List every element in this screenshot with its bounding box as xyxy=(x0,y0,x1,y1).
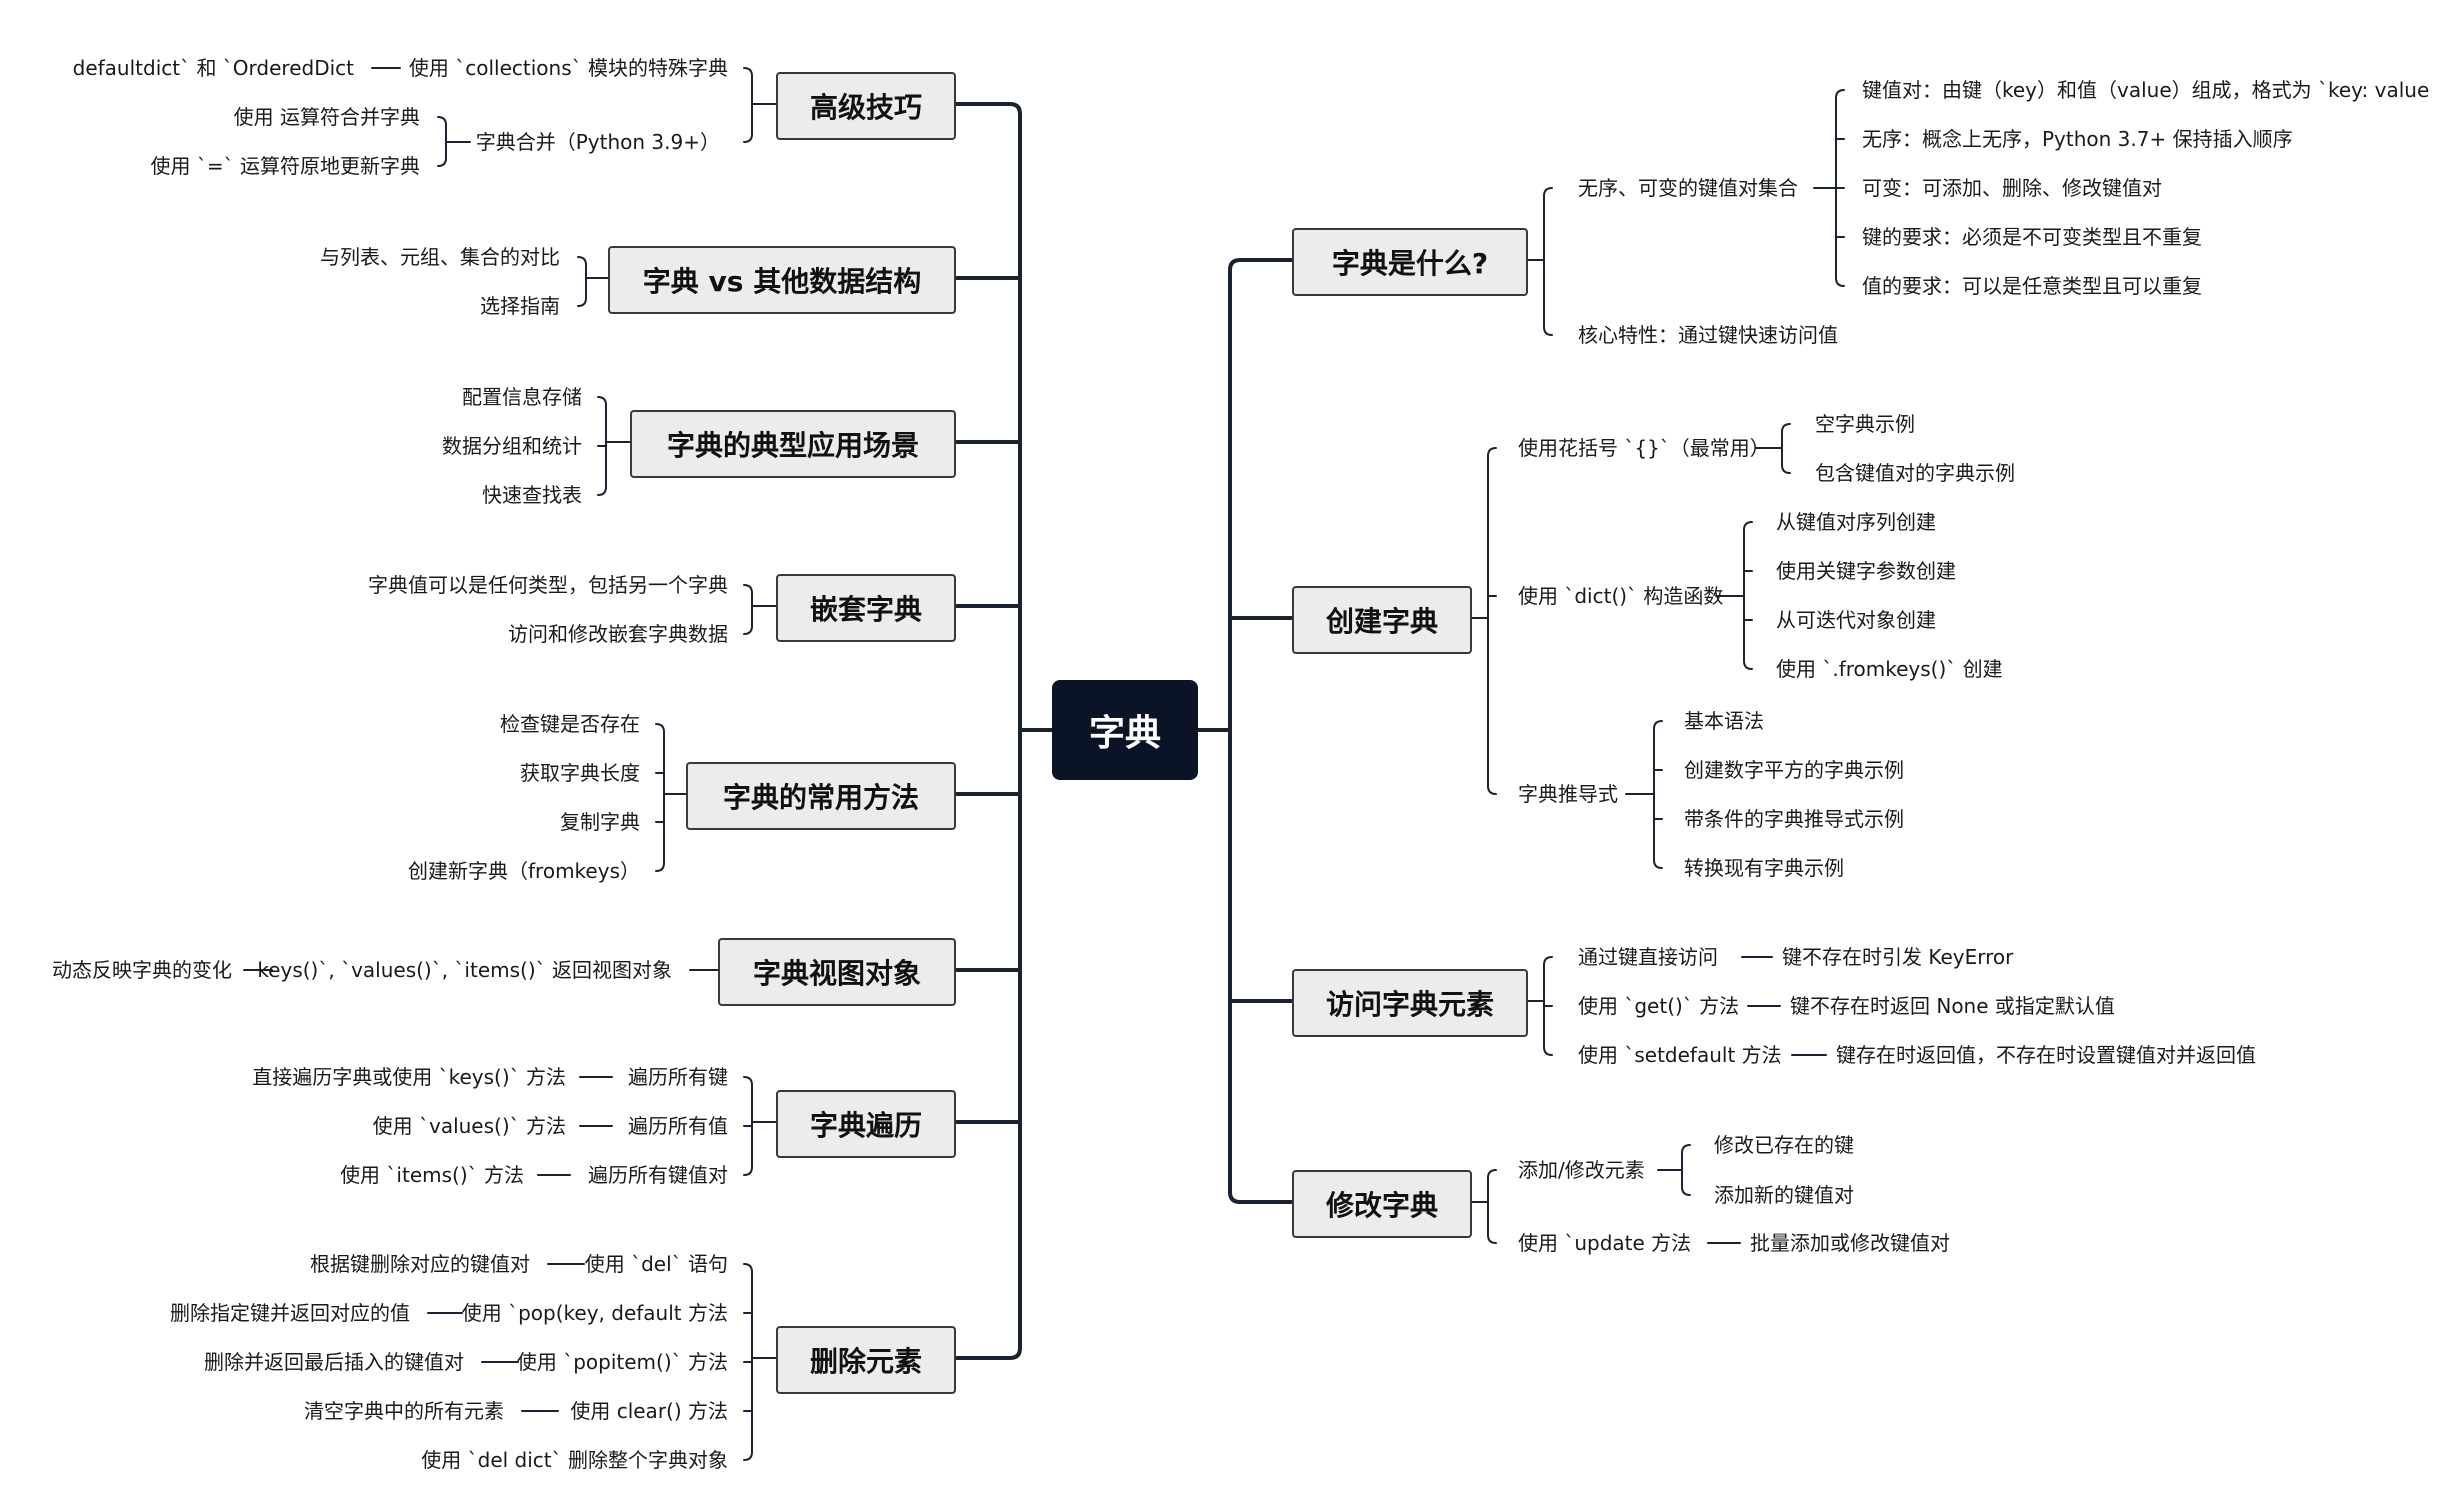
topic-methods[interactable]: 字典的常用方法 xyxy=(686,762,956,830)
iter-keys[interactable]: 遍历所有键 xyxy=(628,1065,728,1089)
what-key-req[interactable]: 键的要求：必须是不可变类型且不重复 xyxy=(1862,225,2202,249)
access-direct[interactable]: 通过键直接访问 xyxy=(1578,945,1718,969)
what-unordered[interactable]: 无序：概念上无序，Python 3.7+ 保持插入顺序 xyxy=(1862,127,2293,151)
iter-items-how[interactable]: 使用 `items()` 方法 xyxy=(340,1163,524,1187)
del-statement[interactable]: 使用 `del` 语句 xyxy=(584,1252,728,1276)
nested-access[interactable]: 访问和修改嵌套字典数据 xyxy=(508,622,728,646)
use-config[interactable]: 配置信息存储 xyxy=(462,385,582,409)
adv-merge[interactable]: 字典合并（Python 3.9+） xyxy=(475,130,720,154)
create-kv-example[interactable]: 包含键值对的字典示例 xyxy=(1815,461,2015,485)
topic-nested[interactable]: 嵌套字典 xyxy=(776,574,956,642)
del-pop[interactable]: 使用 `pop(key, default 方法 xyxy=(461,1301,728,1325)
create-bracket xyxy=(1487,447,1497,795)
del-statement-desc[interactable]: 根据键删除对应的键值对 xyxy=(310,1252,530,1276)
method-check-key[interactable]: 检查键是否存在 xyxy=(500,712,640,736)
adv-collections[interactable]: 使用 `collections` 模块的特殊字典 xyxy=(408,56,728,80)
access-get-default[interactable]: 键不存在时返回 None 或指定默认值 xyxy=(1790,994,2115,1018)
create-comp-bracket xyxy=(1653,720,1663,869)
create-comprehension[interactable]: 字典推导式 xyxy=(1518,782,1618,806)
create-braces[interactable]: 使用花括号 `{}`（最常用） xyxy=(1518,436,1770,460)
create-braces-bracket xyxy=(1781,423,1791,474)
what-kv-pair[interactable]: 键值对：由键（key）和值（value）组成，格式为 `key: value xyxy=(1862,78,2430,102)
methods-bracket xyxy=(655,723,665,872)
adv-defaultdict[interactable]: defaultdict` 和 `OrderedDict xyxy=(72,56,354,80)
topic-modify-dict[interactable]: 修改字典 xyxy=(1292,1170,1472,1238)
iter-values-how[interactable]: 使用 `values()` 方法 xyxy=(372,1114,566,1138)
what-bracket xyxy=(1543,187,1553,336)
what-value-req[interactable]: 值的要求：可以是任意类型且可以重复 xyxy=(1862,274,2202,298)
del-clear-desc[interactable]: 清空字典中的所有元素 xyxy=(304,1399,504,1423)
topic-what-is-dict[interactable]: 字典是什么? xyxy=(1292,228,1528,296)
iter-items[interactable]: 遍历所有键值对 xyxy=(588,1163,728,1187)
create-comp-transform[interactable]: 转换现有字典示例 xyxy=(1684,856,1844,880)
adv-bracket xyxy=(743,67,753,143)
del-popitem-desc[interactable]: 删除并返回最后插入的键值对 xyxy=(204,1350,464,1374)
topic-advanced[interactable]: 高级技巧 xyxy=(776,72,956,140)
trunk-left-vertical xyxy=(950,102,1022,1360)
create-comp-squares[interactable]: 创建数字平方的字典示例 xyxy=(1684,758,1904,782)
what-mutable[interactable]: 可变：可添加、删除、修改键值对 xyxy=(1862,176,2162,200)
root-node[interactable]: 字典 xyxy=(1052,680,1198,780)
topic-iterate[interactable]: 字典遍历 xyxy=(776,1090,956,1158)
modify-update-method[interactable]: 使用 `update 方法 xyxy=(1518,1231,1692,1255)
topic-compare[interactable]: 字典 vs 其他数据结构 xyxy=(608,246,956,314)
access-setdefault-desc[interactable]: 键存在时返回值，不存在时设置键值对并返回值 xyxy=(1836,1043,2256,1067)
modify-existing-key[interactable]: 修改已存在的键 xyxy=(1714,1133,1854,1157)
method-length[interactable]: 获取字典长度 xyxy=(520,761,640,785)
access-setdefault[interactable]: 使用 `setdefault 方法 xyxy=(1578,1043,1782,1067)
modify-new-pair[interactable]: 添加新的键值对 xyxy=(1714,1183,1854,1207)
access-get[interactable]: 使用 `get()` 方法 xyxy=(1578,994,1740,1018)
access-direct-keyerror[interactable]: 键不存在时引发 KeyError xyxy=(1782,945,2014,969)
del-popitem[interactable]: 使用 `popitem()` 方法 xyxy=(516,1350,728,1374)
views-return[interactable]: keys()`, `values()`, `items()` 返回视图对象 xyxy=(257,958,672,982)
create-empty-example[interactable]: 空字典示例 xyxy=(1815,412,1915,436)
create-ctor-bracket xyxy=(1743,521,1753,670)
use-grouping[interactable]: 数据分组和统计 xyxy=(442,434,582,458)
topic-usecases[interactable]: 字典的典型应用场景 xyxy=(630,410,956,478)
create-comp-condition[interactable]: 带条件的字典推导式示例 xyxy=(1684,807,1904,831)
cmp-guide[interactable]: 选择指南 xyxy=(480,294,560,318)
create-dict-constructor[interactable]: 使用 `dict()` 构造函数 xyxy=(1518,584,1724,608)
create-from-kwargs[interactable]: 使用关键字参数创建 xyxy=(1776,559,1956,583)
use-lookup[interactable]: 快速查找表 xyxy=(482,483,582,507)
adv-merge-operator[interactable]: 使用 运算符合并字典 xyxy=(233,105,420,129)
trunk-right-what xyxy=(1228,258,1294,272)
create-from-iterable[interactable]: 从可迭代对象创建 xyxy=(1776,608,1936,632)
adv-update-operator[interactable]: 使用 `=` 运算符原地更新字典 xyxy=(150,154,420,178)
create-from-pairs[interactable]: 从键值对序列创建 xyxy=(1776,510,1936,534)
method-copy[interactable]: 复制字典 xyxy=(560,810,640,834)
topic-views[interactable]: 字典视图对象 xyxy=(718,938,956,1006)
del-dict[interactable]: 使用 `del dict` 删除整个字典对象 xyxy=(421,1448,728,1472)
topic-delete[interactable]: 删除元素 xyxy=(776,1326,956,1394)
create-fromkeys[interactable]: 使用 `.fromkeys()` 创建 xyxy=(1776,657,2003,681)
nested-bracket xyxy=(743,584,753,635)
topic-access-elements[interactable]: 访问字典元素 xyxy=(1292,969,1528,1037)
method-fromkeys[interactable]: 创建新字典（fromkeys） xyxy=(408,859,640,883)
trunk-right-modify xyxy=(1228,1190,1294,1204)
adv-merge-bracket xyxy=(437,116,447,167)
modify-batch[interactable]: 批量添加或修改键值对 xyxy=(1750,1231,1950,1255)
del-pop-desc[interactable]: 删除指定键并返回对应的值 xyxy=(170,1301,410,1325)
views-dynamic[interactable]: 动态反映字典的变化 xyxy=(52,958,232,982)
topic-create-dict[interactable]: 创建字典 xyxy=(1292,586,1472,654)
what-core-feature[interactable]: 核心特性：通过键快速访问值 xyxy=(1578,323,1838,347)
iter-keys-how[interactable]: 直接遍历字典或使用 `keys()` 方法 xyxy=(252,1065,566,1089)
modify-bracket xyxy=(1487,1169,1497,1244)
modify-add-bracket xyxy=(1681,1144,1691,1196)
del-clear[interactable]: 使用 clear() 方法 xyxy=(570,1399,728,1423)
modify-add-update[interactable]: 添加/修改元素 xyxy=(1518,1158,1645,1182)
iter-values[interactable]: 遍历所有值 xyxy=(628,1114,728,1138)
create-comp-syntax[interactable]: 基本语法 xyxy=(1684,709,1764,733)
what-unordered-mutable[interactable]: 无序、可变的键值对集合 xyxy=(1578,176,1798,200)
cmp-bracket xyxy=(577,256,587,307)
nested-any-type[interactable]: 字典值可以是任何类型，包括另一个字典 xyxy=(368,573,728,597)
cmp-vs-others[interactable]: 与列表、元组、集合的对比 xyxy=(320,245,560,269)
